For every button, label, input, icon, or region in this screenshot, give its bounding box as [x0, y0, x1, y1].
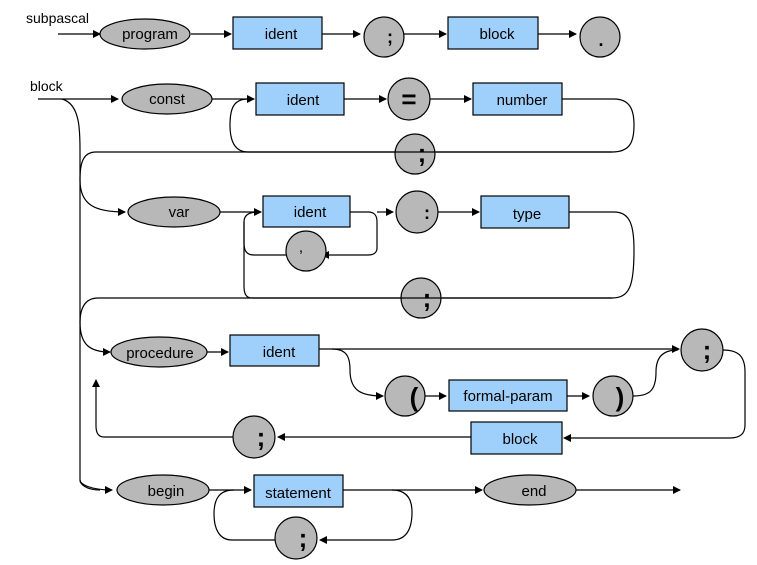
edge-ident-to-lparen	[331, 348, 384, 400]
edge-trunk-begin	[79, 479, 113, 494]
nonterminal-number	[472, 82, 563, 116]
edge-const-to-var	[79, 151, 612, 216]
edge-comma-loop-right	[321, 211, 378, 259]
subpascal-label: subpascal	[26, 10, 89, 26]
edge-statement-loop	[319, 489, 413, 544]
terminal-semicolon-6	[274, 516, 318, 560]
colon-label: :	[424, 203, 430, 223]
nonterminal-ident-3	[262, 195, 351, 228]
terminal-period	[579, 16, 621, 58]
equals-label: =	[401, 84, 416, 114]
rparen-label: )	[616, 382, 625, 412]
block-2-label: block	[502, 431, 538, 448]
nonterminal-ident-2	[255, 82, 345, 116]
begin-label: begin	[148, 483, 185, 500]
terminal-comma	[285, 230, 327, 272]
terminal-semicolon-1	[363, 16, 405, 58]
nonterminal-ident-4	[229, 334, 320, 367]
edge-semi-loop-back	[229, 98, 395, 153]
edge-type-loop	[442, 211, 635, 299]
end-label: end	[521, 483, 546, 500]
nonterminal-statement	[253, 474, 344, 508]
ident-1-label: ident	[265, 26, 298, 43]
lparen-label: (	[410, 382, 419, 412]
block-rule-label: block	[30, 78, 64, 94]
var-label: var	[169, 204, 190, 221]
nonterminal-formal-param	[448, 379, 568, 412]
semicolon-6-label: ;	[299, 523, 308, 553]
block-bypass-trunk	[61, 98, 101, 491]
block-1-label: block	[479, 26, 515, 43]
semicolon-4-label: ;	[703, 335, 712, 365]
semicolon-5-label: ;	[257, 422, 266, 452]
ident-2-label: ident	[287, 92, 320, 109]
terminal-lparen	[384, 375, 426, 417]
edge-rparen-to-semi4	[632, 349, 679, 397]
ident-4-label: ident	[263, 344, 296, 361]
edge-semi4-to-block	[563, 349, 746, 442]
nonterminal-ident-1	[232, 16, 323, 50]
edge-number-loop	[436, 98, 635, 153]
number-label: number	[497, 92, 548, 109]
nonterminal-block-2	[470, 421, 563, 455]
semicolon-2-label: ;	[418, 138, 427, 168]
nonterminal-type	[480, 195, 570, 229]
program-label: program	[122, 26, 178, 43]
terminal-colon	[395, 190, 439, 234]
terminal-program	[99, 18, 191, 50]
edge-var-to-procedure	[79, 297, 612, 356]
formal-param-label: formal-param	[463, 388, 552, 405]
terminal-semicolon-2	[394, 133, 436, 175]
nonterminal-block-1	[447, 16, 539, 50]
ident-3-label: ident	[294, 204, 327, 221]
period-label: .	[598, 30, 603, 50]
procedure-label: procedure	[126, 345, 194, 362]
edge-semi6-loop-back	[213, 489, 275, 541]
type-label: type	[513, 206, 541, 223]
statement-label: statement	[265, 485, 332, 502]
semicolon-1-label: ;	[387, 27, 393, 47]
edge-semi5-loop-up	[92, 379, 233, 438]
comma-label: ,	[299, 239, 303, 256]
terminal-semicolon-5	[232, 415, 276, 459]
const-label: const	[149, 91, 186, 108]
terminal-rparen	[592, 375, 634, 417]
